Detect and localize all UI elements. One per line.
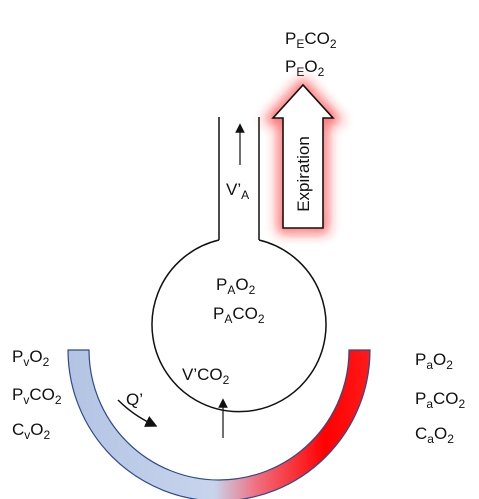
arterial-po2-label: PaO2: [415, 350, 453, 372]
co2-output-label: V’CO2: [182, 365, 230, 387]
alveolar-o2-label: PAO2: [216, 275, 256, 297]
blood-flow-arrow: [117, 399, 158, 427]
expiration-arrow: Expiration: [261, 77, 345, 233]
arterial-pco2-label: PaCO2: [415, 389, 466, 411]
capillary-band: [67, 349, 371, 499]
venous-po2-label: PvO2: [12, 347, 50, 369]
venous-co2-content-label: CvO2: [12, 420, 51, 442]
ventilation-label: V’A: [226, 180, 249, 202]
expired-co2-label: PECO2: [285, 29, 337, 51]
alveolus-circle: [151, 239, 327, 413]
venous-pco2-label: PvCO2: [12, 385, 62, 407]
expiration-label: Expiration: [294, 136, 313, 212]
expired-o2-label: PEO2: [285, 57, 325, 79]
blood-flow-label: Q’: [126, 390, 143, 409]
arterial-o2-content-label: CaO2: [415, 424, 454, 446]
alveolar-co2-label: PACO2: [213, 304, 265, 326]
